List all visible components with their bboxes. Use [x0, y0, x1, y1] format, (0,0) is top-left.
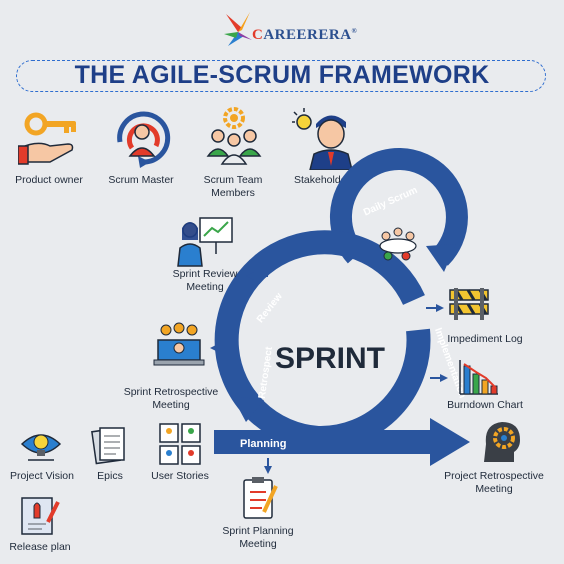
sprint-planning-icon: [243, 477, 278, 519]
sprint-retrospective-icon: [153, 322, 205, 366]
burndown-chart: Burndown Chart: [447, 399, 523, 411]
page-title: THE AGILE-SCRUM FRAMEWORK: [74, 61, 490, 89]
logo-text: CAREERERA®: [252, 27, 358, 43]
user-stories: User Stories: [151, 470, 209, 482]
daily-scrum-arrowhead: [426, 244, 456, 272]
sprint-planning-meeting: Sprint Planning Meeting: [222, 525, 294, 550]
epics-icon: [91, 427, 125, 465]
sprint-ring: [214, 230, 425, 450]
planning-bar: [214, 430, 430, 454]
planning-label: Planning: [240, 438, 286, 450]
key-hand-icon: [18, 112, 76, 165]
sprint-review-meeting: Sprint Review Meeting: [172, 268, 238, 293]
title-frame: [16, 60, 546, 92]
impediment-log-icon: [449, 288, 489, 320]
project-retrospective-meeting: Project Retrospective Meeting: [444, 470, 544, 495]
role-scrum-master: Scrum Master: [108, 174, 174, 186]
project-vision: Project Vision: [9, 470, 74, 482]
logo-mark-icon: [224, 12, 252, 46]
retrospect-arrowhead: [232, 396, 264, 422]
role-scrum-team: Scrum Team Members: [203, 174, 263, 199]
sprint-retrospective-meeting: Sprint Retrospective Meeting: [123, 386, 219, 411]
team-members-icon: [206, 107, 262, 165]
project-vision-icon: [20, 434, 62, 461]
release-plan: Release plan: [9, 541, 71, 553]
sprint-center-label: SPRINT: [275, 342, 385, 375]
retrospect-label: Retrospect: [257, 345, 275, 399]
project-retrospective-icon: [484, 422, 520, 462]
epics: Epics: [97, 470, 123, 482]
stakeholder-icon: [292, 108, 353, 170]
sprint-review-icon: [177, 217, 233, 267]
planning-arrowhead: [430, 418, 470, 466]
release-plan-icon: [21, 497, 60, 535]
daily-scrum-loop: [329, 148, 468, 266]
daily-scrum-team-icon: [379, 227, 417, 261]
daily-scrum-label: Daily Scrum: [362, 185, 419, 219]
user-stories-icon: [159, 423, 201, 465]
burndown-chart-icon: [459, 360, 498, 395]
impediment-log: Impediment Log: [447, 333, 523, 345]
role-stakeholder: Stakeholder: [293, 174, 351, 186]
role-product-owner: Product owner: [15, 174, 83, 186]
scrum-master-icon: [117, 111, 171, 168]
review-label: Review: [255, 291, 285, 325]
